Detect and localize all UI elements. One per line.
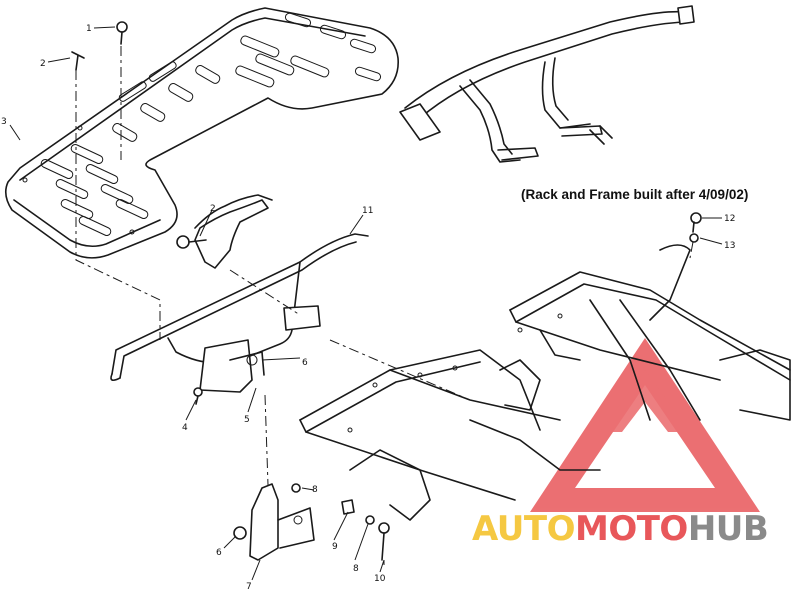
watermark-wordmark: AUTOMOTOHUB: [472, 509, 769, 549]
callout-12: 12: [724, 214, 735, 224]
svg-text:AUTOMOTOHUB: AUTOMOTOHUB: [472, 509, 768, 549]
callout-7: 7: [246, 582, 252, 589]
watermark-hub: HUB: [688, 509, 768, 549]
callout-11: 11: [362, 206, 373, 216]
watermark-moto: MOTO: [575, 509, 688, 549]
callout-numbers: 1 2 3 2 11 12 13 6 4 5 8 9 8 10 6 7: [1, 24, 735, 589]
callout-9: 9: [332, 542, 338, 552]
callout-1: 1: [86, 24, 92, 34]
callout-8-upper: 8: [312, 485, 318, 495]
callout-13: 13: [724, 241, 735, 251]
watermark-auto: AUTO: [472, 509, 575, 549]
callout-8-lower: 8: [353, 564, 359, 574]
lower-bracket: [249, 483, 315, 561]
callout-6-upper: 6: [302, 358, 308, 368]
callout-leaders: [9, 26, 723, 581]
watermark-logo: [530, 338, 760, 512]
callout-5: 5: [244, 415, 250, 425]
callout-6-lower: 6: [216, 548, 222, 558]
callout-3: 3: [1, 117, 7, 127]
mount-brackets: [194, 194, 321, 393]
rack-frame-after-2002: [399, 5, 695, 163]
rear-rack: [4, 7, 399, 259]
diagram-caption: (Rack and Frame built after 4/09/02): [521, 187, 748, 202]
callout-2-bracket: 2: [210, 204, 216, 214]
callout-4: 4: [182, 423, 188, 433]
hardware-fasteners: [71, 21, 702, 561]
callout-2-top: 2: [40, 59, 46, 69]
callout-10: 10: [374, 574, 386, 584]
assembly-center-lines: [75, 46, 694, 565]
